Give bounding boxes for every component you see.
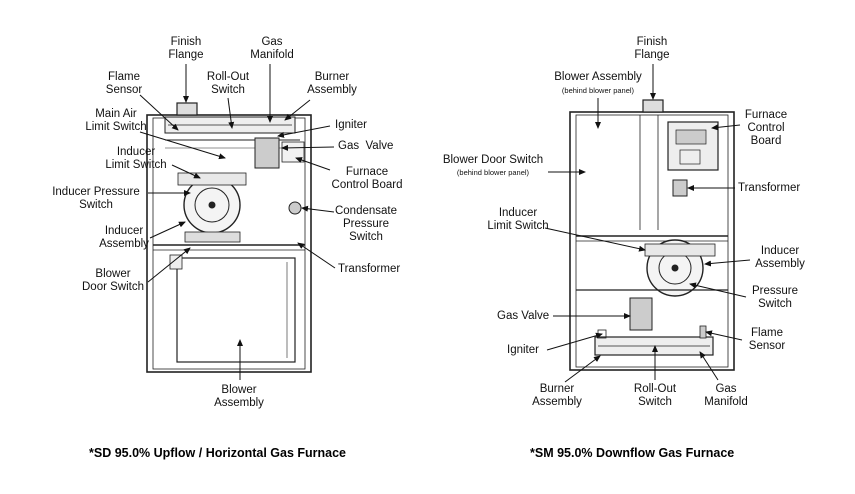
label-left-furnace-control-board: Furnace Control Board xyxy=(331,166,403,191)
label-right-blower-door-switch-note: (behind blower panel) xyxy=(456,168,530,177)
leader-right-flame-sensor xyxy=(705,330,743,341)
caption-right-downflow: *SM 95.0% Downflow Gas Furnace xyxy=(530,446,735,460)
leader-left-control-board xyxy=(295,157,331,171)
label-left-main-air-limit-switch: Main Air Limit Switch xyxy=(85,108,147,133)
label-left-condensate-pressure-switch: Condensate Pressure Switch xyxy=(334,205,398,243)
right-furnace-cabinet xyxy=(569,99,735,371)
label-right-blower-assembly: Blower Assembly xyxy=(554,71,642,83)
leader-left-gas-valve xyxy=(281,144,335,151)
label-right-flame-sensor: Flame Sensor xyxy=(748,327,786,352)
leader-right-pressure-switch xyxy=(689,282,747,298)
label-left-inducer-pressure-switch: Inducer Pressure Switch xyxy=(52,186,140,211)
label-left-transformer: Transformer xyxy=(338,263,401,275)
label-left-blower-door-switch: Blower Door Switch xyxy=(82,268,144,293)
left-furnace-cabinet xyxy=(146,102,312,373)
leader-left-condensate xyxy=(301,205,335,213)
leader-left-flame-sensor xyxy=(139,94,179,131)
label-right-burner-assembly: Burner Assembly xyxy=(532,383,582,408)
label-left-igniter: Igniter xyxy=(335,119,367,131)
leader-left-igniter xyxy=(277,125,331,138)
label-right-furnace-control-board: Furnace Control Board xyxy=(744,109,788,147)
label-right-transformer: Transformer xyxy=(738,182,801,194)
leader-left-transformer xyxy=(297,242,336,269)
label-right-inducer-limit-switch: Inducer Limit Switch xyxy=(487,207,549,232)
leader-right-inducer-limit xyxy=(544,227,646,252)
label-right-igniter: Igniter xyxy=(507,344,539,356)
label-right-inducer-assembly: Inducer Assembly xyxy=(755,245,805,270)
label-right-gas-valve: Gas Valve xyxy=(497,310,550,322)
caption-left-upflow: *SD 95.0% Upflow / Horizontal Gas Furnac… xyxy=(89,446,347,460)
label-right-blower-assembly-note: (behind blower panel) xyxy=(561,86,635,95)
leader-left-roll-out-switch xyxy=(227,97,235,129)
leader-left-main-air-limit xyxy=(139,131,226,160)
left-leader-lines xyxy=(139,64,336,380)
right-leader-lines xyxy=(544,64,751,383)
label-right-finish-flange: Finish Flange xyxy=(634,36,670,61)
label-left-gas-valve: Gas Valve xyxy=(338,140,394,152)
label-left-roll-out-switch: Roll-Out Switch xyxy=(206,71,250,96)
leader-right-igniter xyxy=(546,332,603,351)
label-right-pressure-switch: Pressure Switch xyxy=(751,285,799,310)
label-left-inducer-limit-switch: Inducer Limit Switch xyxy=(105,146,167,171)
leader-left-inducer-limit xyxy=(171,164,201,179)
leader-left-inducer-assembly xyxy=(149,221,186,239)
label-left-inducer-assembly: Inducer Assembly xyxy=(99,225,149,250)
leader-right-gas-manifold xyxy=(699,351,719,381)
label-right-blower-door-switch: Blower Door Switch xyxy=(442,154,544,166)
label-left-flame-sensor: Flame Sensor xyxy=(105,71,143,96)
leader-right-burner-assembly xyxy=(564,355,601,383)
label-right-gas-manifold: Gas Manifold xyxy=(704,383,748,408)
label-right-roll-out-switch: Roll-Out Switch xyxy=(633,383,677,408)
label-left-burner-assembly: Burner Assembly xyxy=(307,71,357,96)
leader-right-inducer-assembly xyxy=(704,259,751,267)
label-left-finish-flange: Finish Flange xyxy=(168,36,204,61)
leader-left-burner-assembly xyxy=(284,99,311,121)
leader-right-control-board xyxy=(711,124,741,131)
leader-left-blower-door xyxy=(147,247,191,283)
label-left-blower-assembly: Blower Assembly xyxy=(214,384,264,409)
label-left-gas-manifold: Gas Manifold xyxy=(250,36,294,61)
